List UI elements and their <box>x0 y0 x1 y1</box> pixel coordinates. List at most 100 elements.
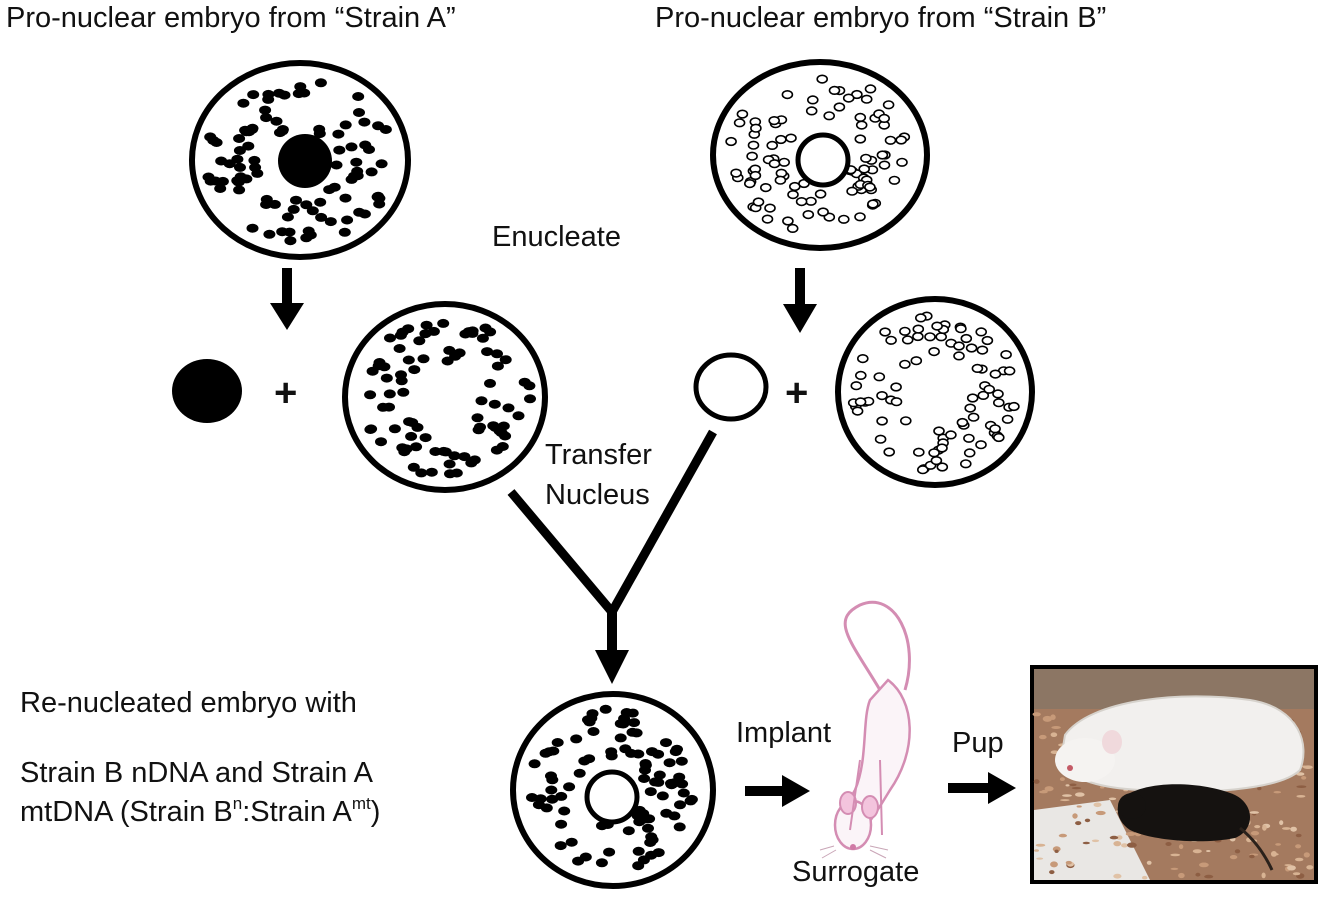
mitochondrion-dot <box>410 442 423 452</box>
mitochondrion-dot <box>393 344 406 353</box>
mitochondrion-dot <box>673 822 686 832</box>
mitochondrion-dot <box>833 102 846 112</box>
bedding-chip <box>1084 818 1091 823</box>
mitochondrion-dot <box>928 347 940 357</box>
mitochondrion-dot <box>632 846 645 856</box>
mitochondrion-dot <box>540 803 553 813</box>
mitochondrion-dot <box>983 384 996 394</box>
mitochondrion-dot <box>883 447 896 457</box>
mitochondrion-dot <box>989 369 1002 379</box>
mitochondrion-dot <box>977 390 990 401</box>
mitochondrion-dot <box>330 160 343 170</box>
bedding-chip <box>1249 811 1260 814</box>
mitochondrion-dot <box>234 162 246 172</box>
mitochondrion-dot <box>854 397 867 407</box>
bedding-chip <box>1050 861 1058 868</box>
mitochondrion-dot <box>965 343 978 353</box>
mitochondrion-dot <box>290 195 302 205</box>
bedding-chip <box>1146 860 1152 865</box>
mitochondrion-dot <box>313 124 326 134</box>
plus-sign-a: + <box>274 371 298 415</box>
mitochondrion-dot <box>856 354 869 364</box>
surrogate-label: Surrogate <box>792 856 920 888</box>
mitochondrion-dot <box>314 78 327 88</box>
mitochondrion-dot <box>876 391 888 401</box>
bedding-chip <box>1059 777 1065 781</box>
mitochondrion-dot <box>474 422 486 432</box>
mitochondrion-dot <box>358 117 371 127</box>
mitochondrion-dot <box>867 199 879 209</box>
mitochondrion-dot <box>802 210 815 220</box>
mitochondrion-dot <box>352 92 365 101</box>
mitochondrion-dot <box>823 111 836 121</box>
mitochondrion-dot <box>443 459 456 469</box>
mitochondrion-dot <box>837 214 850 224</box>
mitochondrion-dot <box>315 212 328 222</box>
mitochondrion-dot <box>628 718 640 728</box>
bedding-chip <box>1034 849 1039 852</box>
bedding-chip <box>1113 841 1122 847</box>
pup-arrow <box>948 772 1016 804</box>
mitochondrion-dot <box>281 212 294 222</box>
mitochondrion-dot <box>476 333 489 343</box>
mitochondrion-dot <box>890 382 902 392</box>
mitochondrion-dot <box>284 236 297 246</box>
strain-a-cytoplast-mitochondria <box>364 318 536 479</box>
mitochondrion-dot <box>437 318 450 328</box>
mitochondrion-dot <box>411 422 424 432</box>
enucleate-label: Enucleate <box>492 221 621 253</box>
mitochondrion-dot <box>270 116 283 126</box>
bedding-chip <box>1076 805 1082 808</box>
mitochondrion-dot <box>846 186 858 196</box>
mitochondrion-dot <box>747 140 760 150</box>
mitochondrion-dot <box>854 370 867 381</box>
mitochondrion-dot <box>912 331 924 342</box>
mitochondrion-dot <box>855 120 868 130</box>
bedding-chip <box>1234 849 1241 854</box>
mitochondrion-dot <box>583 754 596 764</box>
mitochondrion-dot <box>884 135 897 145</box>
mitochondrion-dot <box>378 362 391 372</box>
mitochondrion-dot <box>963 448 976 458</box>
mitochondrion-dot <box>233 146 246 155</box>
mitochondrion-dot <box>300 200 313 210</box>
mitochondrion-dot <box>545 785 558 795</box>
mitochondrion-dot <box>975 440 987 450</box>
mitochondrion-dot <box>365 167 378 177</box>
mitochondrion-dot <box>736 109 749 119</box>
mitochondrion-dot <box>860 153 872 163</box>
bedding-chip <box>1095 810 1106 816</box>
mitochondrion-dot <box>425 467 438 477</box>
mitochondrion-dot <box>656 791 669 801</box>
mitochondrion-dot <box>645 832 658 842</box>
mitochondrion-dot <box>759 183 772 193</box>
mitochondrion-dot <box>632 861 645 871</box>
mitochondrion-dot <box>1001 414 1014 424</box>
mitochondrion-dot <box>1000 350 1012 360</box>
mitochondrion-dot <box>781 89 794 100</box>
bedding-chip <box>1050 732 1058 737</box>
mitochondrion-dot <box>314 197 327 207</box>
mitochondrion-dot <box>375 437 387 447</box>
mitochondrion-dot <box>491 361 504 371</box>
mitochondrion-dot <box>247 90 260 100</box>
mitochondrion-dot <box>415 468 428 478</box>
mitochondrion-dot <box>669 747 682 757</box>
mitochondrion-dot <box>563 782 576 792</box>
mitochondrion-dot <box>292 89 305 99</box>
strain-b-embryo <box>710 59 930 251</box>
mitochondrion-dot <box>876 150 889 160</box>
mitochondrion-dot <box>448 451 461 461</box>
mitochondrion-dot <box>882 100 895 110</box>
mitochondrion-dot <box>528 759 541 769</box>
mitochondrion-dot <box>554 841 567 851</box>
mitochondrion-dot <box>439 447 452 457</box>
bedding-chip <box>1108 797 1117 801</box>
mitochondrion-dot <box>350 157 363 167</box>
result-line-3-post: ) <box>370 796 381 828</box>
bedding-chip <box>1058 833 1067 838</box>
mitochondrion-dot <box>971 363 984 374</box>
mitochondrion-dot <box>490 445 503 455</box>
mitochondrion-dot <box>551 738 564 747</box>
